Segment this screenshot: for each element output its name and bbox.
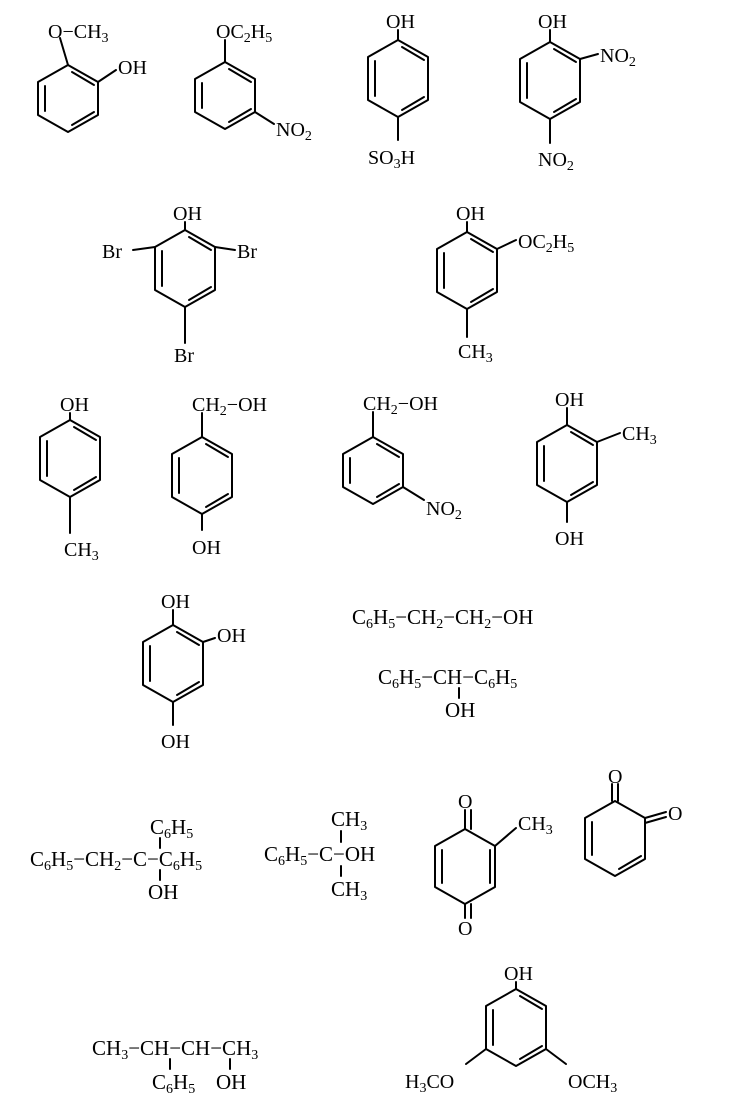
label-oh: OH (60, 394, 89, 416)
structure-ethoxy-methylphenol: OH OC2H5 CH3 (436, 203, 574, 366)
label-oh-right: OH (217, 625, 246, 647)
structure-guaiacol: O−CH3 OH (37, 21, 147, 133)
structure-methylhydroquinone: OH CH3 OH (536, 389, 657, 550)
label-nitro-2: NO2 (538, 149, 574, 174)
label-oh: OH (118, 57, 147, 79)
label-oh-top: OH (161, 591, 190, 613)
structure-phenylpropanol: C6H5−CH2−CH2−OH (352, 605, 533, 632)
label-oh: OH (445, 698, 475, 722)
label-ch2oh: CH2−OH (192, 394, 267, 419)
label-br-bottom: Br (174, 345, 194, 367)
label-oh: OH (216, 1070, 246, 1094)
label-oh-bottom: OH (161, 731, 190, 753)
label-nitro-1: NO2 (600, 45, 636, 70)
structure-nitrobenzyl-alcohol: CH2−OH NO2 (342, 393, 462, 523)
structure-phenylbutanol: CH3−CH−CH−CH3 C6H5 OH (92, 1036, 258, 1097)
label-ethoxy: OC2H5 (216, 21, 272, 46)
label-bottom: CH3 (331, 877, 367, 904)
label-o-top: O (458, 791, 472, 813)
label-methyl: CH3 (64, 539, 99, 564)
label-methoxy: O−CH3 (48, 21, 109, 46)
label-formula: C6H5−CH2−CH2−OH (352, 605, 533, 632)
label-left: H3CO (405, 1071, 454, 1096)
label-main: CH3−CH−CH−CH3 (92, 1036, 258, 1063)
label-oh: OH (148, 880, 178, 904)
label-oh-top: OH (555, 389, 584, 411)
label-sulfo: SO3H (368, 147, 415, 172)
structure-diphenylmethanol: C6H5−CH−C6H5 OH (378, 665, 517, 722)
label-oh: OH (504, 963, 533, 985)
label-ethoxy: OC2H5 (518, 231, 574, 256)
structure-methylbenzoquinone: O CH3 O (434, 791, 553, 940)
label-nitro: NO2 (276, 119, 312, 144)
structure-phenylpropanol-tertiary: CH3 C6H5−C−OH CH3 (264, 807, 375, 904)
label-phenyl: C6H5 (152, 1070, 195, 1097)
structure-dimethoxyphenol: OH H3CO OCH3 (405, 963, 617, 1096)
label-o-top: O (608, 766, 622, 788)
structure-tribromophenol: OH Br Br Br (102, 203, 257, 367)
label-main: C6H5−C−OH (264, 842, 375, 869)
structure-p-cresol: OH CH3 (39, 394, 101, 564)
label-right: OCH3 (568, 1071, 617, 1096)
structure-hydroxyquinol: OH OH OH (142, 591, 246, 753)
label-main: C6H5−CH2−C−C6H5 (30, 847, 202, 874)
label-oh: OH (538, 11, 567, 33)
structure-triphenylethanol: C6H5 C6H5−CH2−C−C6H5 OH (30, 815, 202, 904)
label-oh-bottom: OH (555, 528, 584, 550)
label-top: C6H5 (150, 815, 193, 842)
label-methyl: CH3 (518, 813, 553, 838)
label-oh: OH (192, 537, 221, 559)
label-methyl: CH3 (622, 423, 657, 448)
label-o-right: O (668, 803, 682, 825)
label-ch2oh: CH2−OH (363, 393, 438, 418)
structure-ethoxy-nitrobenzene: OC2H5 NO2 (194, 21, 312, 144)
label-oh: OH (173, 203, 202, 225)
structure-hydroxybenzyl-alcohol: CH2−OH OH (171, 394, 267, 559)
label-br-right: Br (237, 241, 257, 263)
label-o-bottom: O (458, 918, 472, 940)
label-methyl: CH3 (458, 341, 493, 366)
structure-hydroxybenzenesulfonic-acid: OH SO3H (367, 11, 429, 172)
label-formula: C6H5−CH−C6H5 (378, 665, 517, 692)
structure-dinitrophenol: OH NO2 NO2 (519, 11, 636, 174)
label-br-left: Br (102, 241, 122, 263)
label-nitro: NO2 (426, 498, 462, 523)
label-oh: OH (386, 11, 415, 33)
structure-o-benzoquinone: O O (584, 766, 682, 877)
label-oh: OH (456, 203, 485, 225)
label-top: CH3 (331, 807, 367, 834)
